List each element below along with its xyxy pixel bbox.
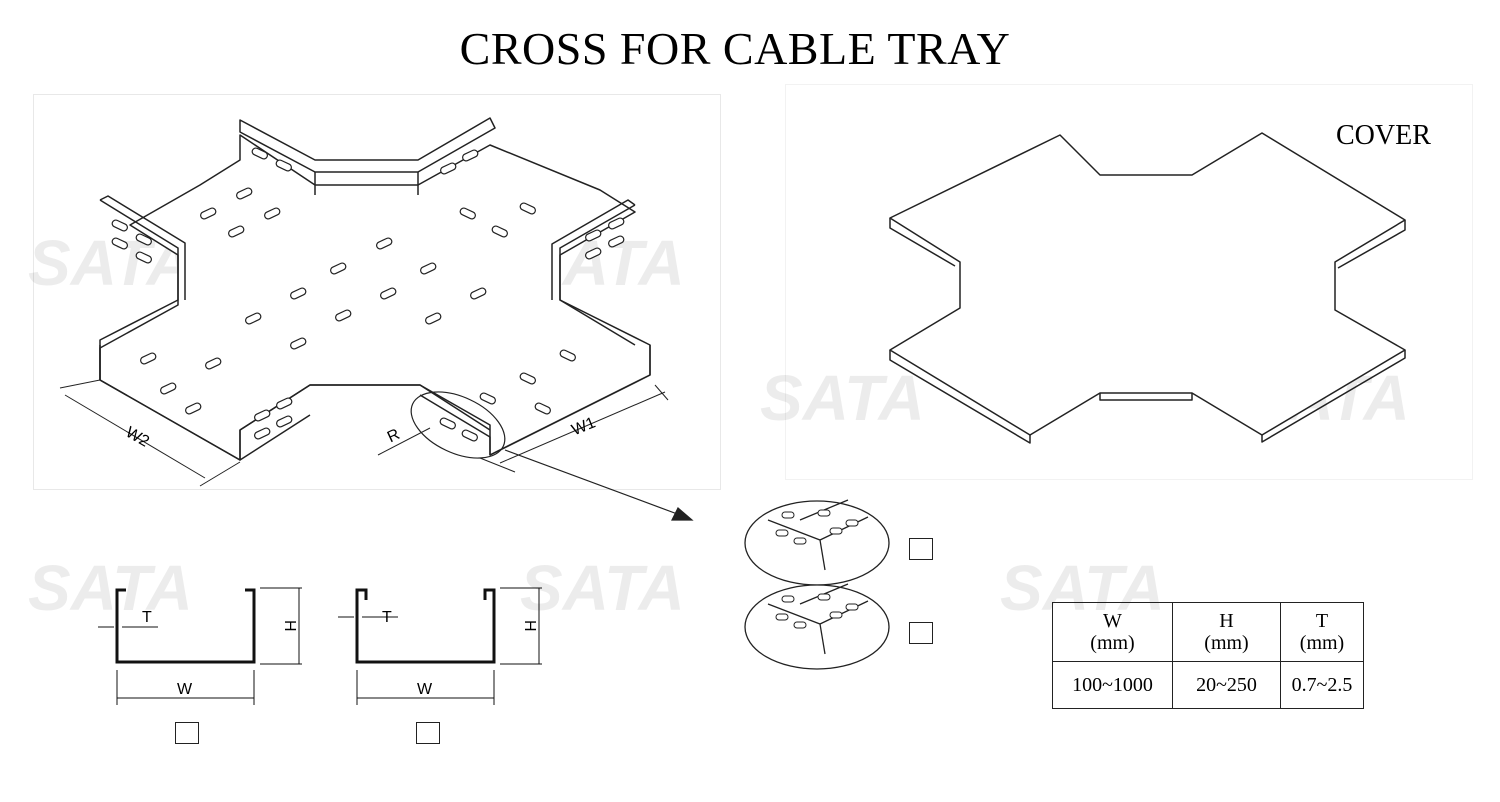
cover-label: COVER bbox=[1336, 120, 1431, 151]
watermark: SATA bbox=[760, 362, 925, 434]
cover-plate bbox=[889, 132, 1406, 444]
watermark: SATA bbox=[520, 552, 685, 624]
cross-tray-isometric bbox=[99, 117, 651, 461]
w2-label: W2 bbox=[123, 424, 152, 451]
spec-header-t: T(mm) bbox=[1280, 602, 1364, 662]
profile-1-t-label: T bbox=[142, 609, 152, 626]
page-title: CROSS FOR CABLE TRAY bbox=[459, 23, 1011, 74]
profile-1-h-label: H bbox=[281, 620, 298, 632]
profile-2-w-label: W bbox=[417, 681, 433, 698]
spec-header-row: W(mm) H(mm) T(mm) bbox=[1052, 602, 1364, 662]
iso-dimension-lines bbox=[59, 379, 669, 487]
profile-2-h-label: H bbox=[521, 620, 538, 632]
joint-detail-1 bbox=[744, 499, 890, 586]
spec-header-w: W(mm) bbox=[1052, 602, 1173, 662]
w1-label: W1 bbox=[569, 414, 598, 439]
spec-value-w: 100~1000 bbox=[1052, 661, 1173, 709]
joint-detail-2 bbox=[744, 583, 890, 670]
isometric-view-panel bbox=[33, 94, 721, 490]
cover-view-panel bbox=[785, 84, 1473, 480]
profile-u-lipped bbox=[338, 587, 542, 705]
joint-option-2-checkbox[interactable] bbox=[909, 622, 933, 644]
joint-option-1-checkbox[interactable] bbox=[909, 538, 933, 560]
spec-header-h: H(mm) bbox=[1172, 602, 1281, 662]
detail-arrow bbox=[504, 449, 694, 521]
profile-1-w-label: W bbox=[177, 681, 193, 698]
watermark: SATA bbox=[28, 552, 193, 624]
profile-2-t-label: T bbox=[382, 609, 392, 626]
profile-u-plain bbox=[98, 587, 302, 705]
spec-value-h: 20~250 bbox=[1172, 661, 1281, 709]
profile-2-checkbox[interactable] bbox=[416, 722, 440, 744]
profile-1-checkbox[interactable] bbox=[175, 722, 199, 744]
spec-value-t: 0.7~2.5 bbox=[1280, 661, 1364, 709]
spec-value-row: 100~1000 20~250 0.7~2.5 bbox=[1052, 661, 1364, 709]
spec-table: W(mm) H(mm) T(mm) 100~1000 20~250 0.7~2.… bbox=[1052, 602, 1364, 709]
